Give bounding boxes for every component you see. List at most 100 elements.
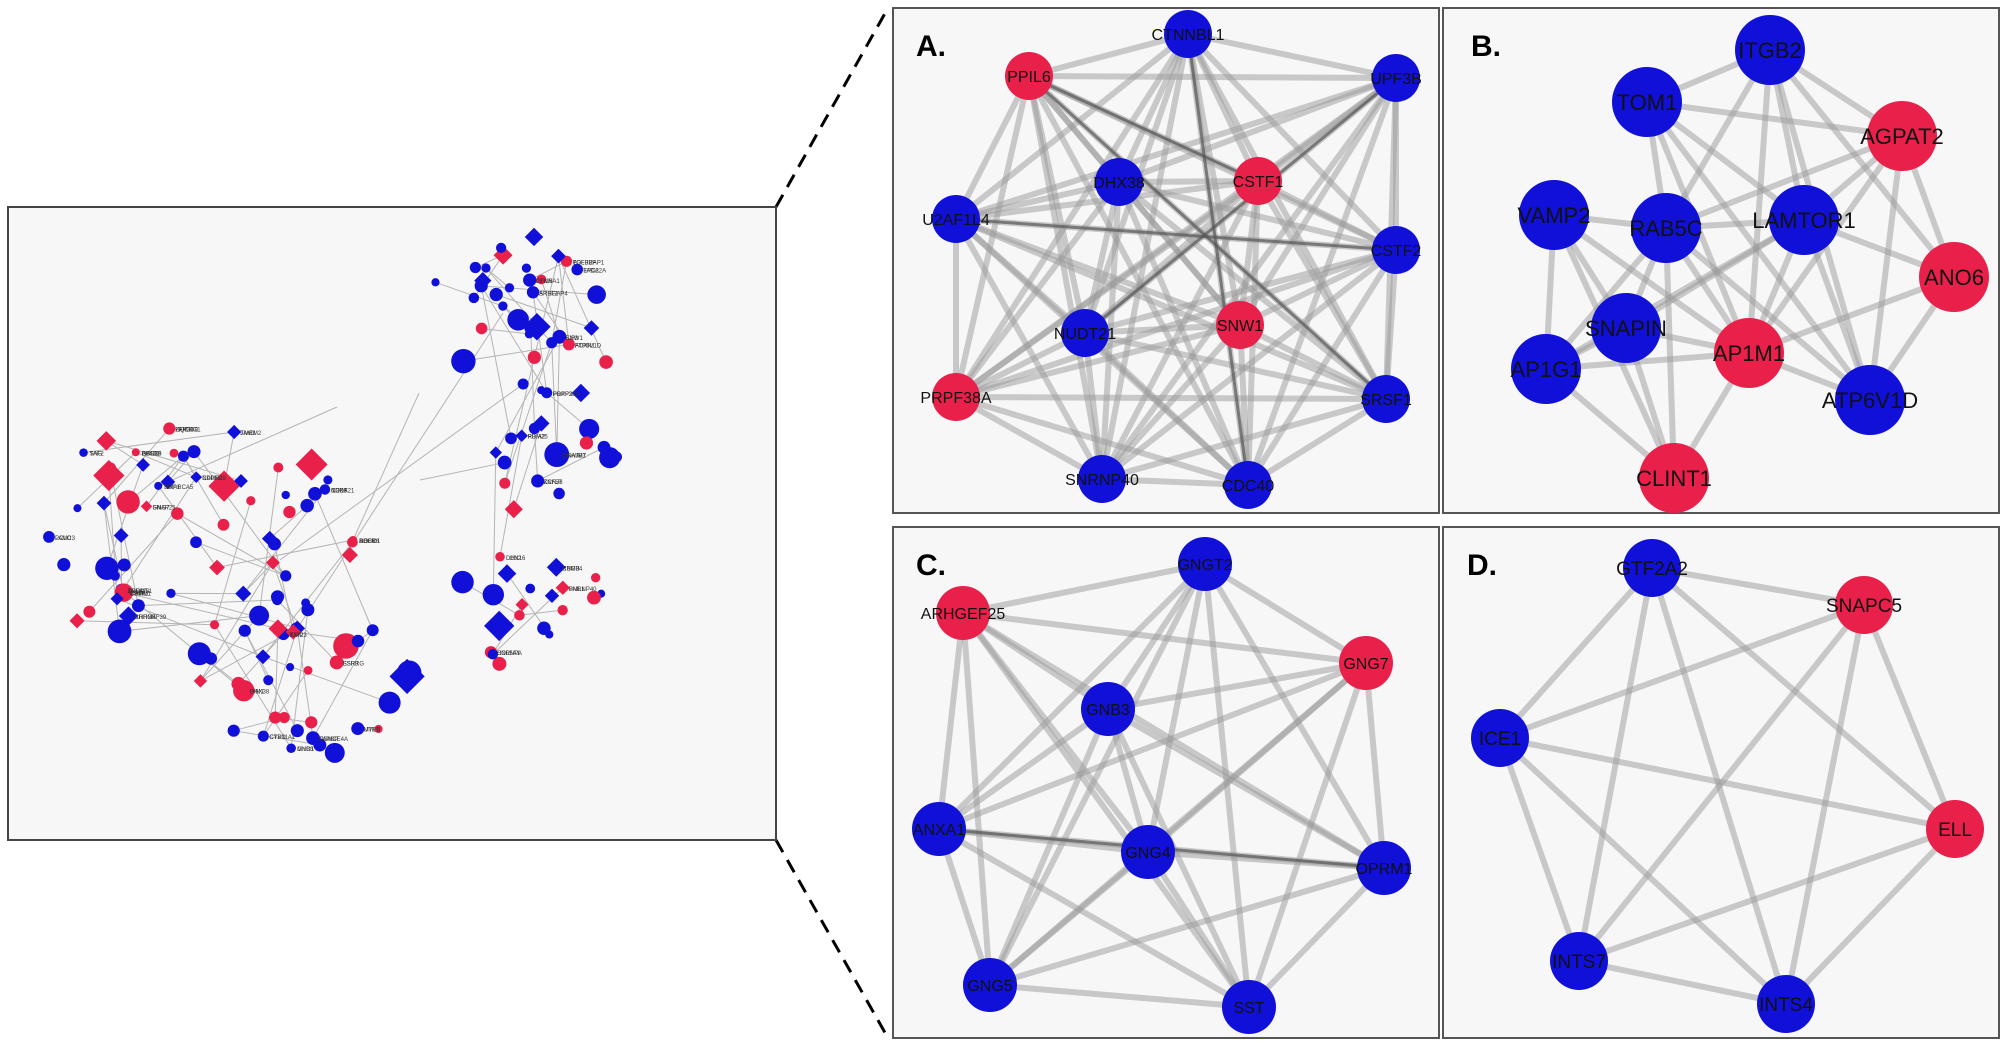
overview-node — [131, 599, 145, 613]
panel-c-edge — [1246, 865, 1387, 1010]
panel-d-edge — [1651, 565, 1865, 608]
downregulated-node-circle — [1623, 539, 1681, 597]
overview-node — [308, 486, 322, 501]
upregulated-node-circle — [936, 586, 990, 640]
overview-edge — [480, 285, 512, 439]
overview-node-label: GRID1 — [142, 451, 161, 457]
panel-a-node: UPF3B — [1370, 54, 1422, 102]
overview-node-diamond — [265, 555, 280, 570]
overview-edge — [262, 670, 309, 737]
overview-edge — [193, 451, 287, 577]
overview-node-label: DHX16 — [506, 556, 526, 562]
panel-c-edge — [1106, 706, 1386, 871]
overview-node — [374, 724, 383, 734]
node-label: UPF3B — [1370, 71, 1422, 88]
overview-node-label: SNAP25 — [153, 505, 177, 511]
overview-node — [537, 386, 546, 395]
overview-node-label: ZNF423 — [128, 589, 150, 595]
overview-node — [557, 605, 568, 616]
overview-edge — [170, 592, 296, 629]
overview-node — [283, 505, 296, 519]
overview-node — [451, 570, 474, 594]
overview-edge — [128, 455, 184, 502]
overview-node-label: ZFP36 — [175, 428, 194, 434]
overview-node-label: TGFBRAP1 — [573, 260, 605, 266]
overview-edge — [106, 440, 144, 466]
overview-edge — [279, 383, 524, 561]
overview-node — [587, 285, 606, 304]
overview-node — [83, 605, 96, 618]
panel-b-node: TOM1 — [1612, 67, 1682, 137]
downregulated-node-circle — [1835, 365, 1905, 435]
panel-b-edge — [1663, 227, 1677, 479]
overview-node-label: CTSD — [269, 735, 286, 741]
node-label: SNAPC5 — [1826, 596, 1902, 617]
node-label: ICE1 — [1479, 729, 1521, 750]
overview-node-diamond — [489, 446, 502, 459]
downregulated-node-circle — [963, 958, 1017, 1012]
overview-node-label: ARHGEF39 — [135, 615, 167, 621]
overview-node-diamond — [555, 580, 570, 595]
panel-d-edge — [1861, 603, 1958, 831]
panel-a: A. CTNNBL1UPF3BCSTF2SRSF1CDC40SNRNP40PRP… — [892, 7, 1440, 514]
node-label: ITGB2 — [1738, 38, 1802, 63]
overview-edge — [504, 342, 553, 484]
overview-node-label: ARHGAP4 — [539, 291, 568, 297]
downregulated-node-circle — [1357, 841, 1411, 895]
panel-a-node: SNRNP40 — [1065, 455, 1139, 503]
panel-a-edge — [953, 32, 1191, 399]
overview-edge — [88, 513, 178, 613]
upregulated-node-circle — [932, 373, 980, 421]
panel-a-edge — [1187, 31, 1397, 81]
node-label: NUDT21 — [1054, 326, 1116, 343]
overview-edge — [533, 428, 539, 481]
downregulated-node-circle — [1519, 180, 1589, 250]
overview-edges — [77, 254, 607, 749]
overview-node — [499, 477, 511, 489]
overview-node-label: GNB3 — [297, 747, 314, 753]
downregulated-node-circle — [912, 802, 966, 856]
overview-edge — [167, 406, 338, 483]
overview-node — [351, 722, 365, 736]
node-label: CTNNBL1 — [1152, 27, 1225, 44]
downregulated-node-circle — [1095, 158, 1143, 206]
overview-node-label: UTRN — [364, 728, 381, 734]
overview-node-label: PIM1 — [250, 690, 265, 696]
node-label: SNRNP40 — [1065, 472, 1139, 489]
overview-node-label: MYL2 — [364, 728, 380, 734]
panel-d-letter: D. — [1467, 549, 1497, 582]
overview-node-diamond — [551, 248, 566, 264]
panel-b-node: CLINT1 — [1636, 443, 1712, 513]
panel-c-edge — [987, 707, 1111, 987]
overview-node-diamond — [546, 557, 566, 577]
overview-node — [579, 418, 600, 439]
node-label: AP1M1 — [1713, 341, 1785, 366]
panel-a-edges — [953, 31, 1399, 488]
overview-edge — [496, 294, 592, 329]
panel-a-edge — [1185, 32, 1261, 183]
overview-node — [514, 610, 525, 621]
panel-a-edge — [1237, 180, 1261, 326]
panel-a-node: PPIL6 — [1005, 52, 1053, 100]
panel-a-edge — [1245, 76, 1399, 487]
overview-node-label: TAPBP — [319, 737, 338, 743]
overview-node — [249, 605, 270, 626]
panel-a-edge — [955, 322, 1241, 400]
panel-d-edge — [1578, 826, 1956, 964]
overview-node — [489, 287, 503, 302]
overview-node — [571, 263, 583, 276]
panel-a-node: SNW1 — [1216, 301, 1264, 349]
panel-a-edge — [1082, 332, 1105, 480]
downregulated-node-circle — [932, 195, 980, 243]
panel-b-edge — [1646, 99, 1903, 139]
overview-node — [521, 263, 532, 273]
overview-node — [319, 484, 331, 495]
overview-node-label: RBM34 — [562, 566, 583, 572]
overview-node-label: DHX38 — [250, 690, 270, 696]
overview-node-label: KCNJ6 — [544, 480, 564, 486]
node-label: DHX38 — [1093, 175, 1145, 192]
overview-node-label: POLR2F — [573, 260, 597, 266]
panel-c-edge — [989, 982, 1250, 1010]
panel-d-node: ELL — [1926, 800, 1984, 858]
overview-node — [233, 680, 255, 702]
